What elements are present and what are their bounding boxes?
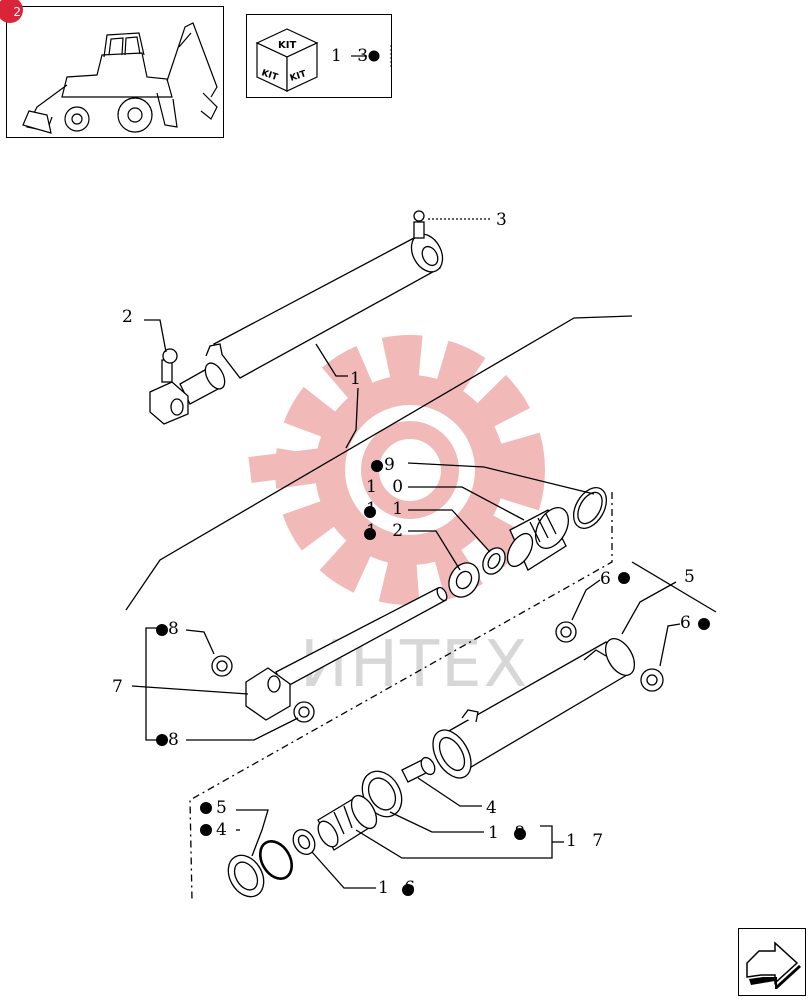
kit-dot-12-icon <box>364 528 376 540</box>
callout-12: 1 2 <box>366 521 408 541</box>
callout-14: 4 <box>216 820 232 840</box>
kit-dot-8a-icon <box>156 624 168 636</box>
kit-dot-11-icon <box>364 506 376 518</box>
callout-15: 5 <box>216 798 232 818</box>
bushing-8-bottom[interactable] <box>293 701 315 723</box>
kit-dot-14-icon <box>200 824 212 836</box>
callout-11: 1 1 <box>366 499 408 519</box>
callout-8-bottom: 8 <box>168 730 184 750</box>
seal-11[interactable] <box>478 544 509 578</box>
kit-dot-6b-icon <box>698 618 710 630</box>
machine-thumbnail[interactable]: 2 <box>0 0 224 138</box>
arrow-right-icon <box>746 941 801 989</box>
bushing-12[interactable] <box>443 557 485 602</box>
kit-ref-number: 1 3 <box>331 46 373 66</box>
backup-ring-15[interactable] <box>221 849 271 903</box>
o-ring-14[interactable] <box>254 836 298 885</box>
seal-16[interactable] <box>289 826 319 859</box>
kit-legend: KIT KIT KIT 1 3 <box>246 14 392 98</box>
kit-dot-9-icon <box>371 460 383 472</box>
callout-4: 4 <box>486 798 502 818</box>
callout-17: 1 7 <box>566 831 608 851</box>
kit-dot-8b-icon <box>156 734 168 746</box>
callout-7: 7 <box>112 677 128 697</box>
gland-10[interactable] <box>502 502 575 571</box>
kit-dot-15-icon <box>200 802 212 814</box>
callout-2: 2 <box>122 307 138 327</box>
callout-1: 1 <box>350 369 366 389</box>
next-page-button[interactable] <box>738 928 806 996</box>
backhoe-loader-icon <box>22 22 218 134</box>
callout-10: 1 0 <box>366 477 408 497</box>
bushing-8-top[interactable] <box>211 655 233 677</box>
cylinder-barrel-5[interactable] <box>425 634 640 785</box>
assembled-cylinder[interactable] <box>149 229 449 425</box>
grease-fitting-3[interactable] <box>413 210 425 239</box>
kit-dot-18-icon <box>514 828 526 840</box>
bushing-6-right[interactable] <box>640 668 664 692</box>
grease-fitting-2[interactable] <box>161 348 178 383</box>
snap-ring-9[interactable] <box>567 482 613 534</box>
page-badge: 2 <box>0 0 23 23</box>
callout-8-top: 8 <box>168 619 184 639</box>
watermark-gear-icon <box>248 335 545 605</box>
kit-dot-16-icon <box>402 884 414 896</box>
callout-6-right: 6 <box>680 613 696 633</box>
kit-box-icon: KIT KIT KIT 1 3 <box>255 28 392 92</box>
piston-17[interactable] <box>314 791 382 851</box>
callout-3: 3 <box>496 210 512 230</box>
kit-dot-icon <box>368 50 380 62</box>
bushing-6-left[interactable] <box>555 621 577 643</box>
watermark-text: ИНТЕХ <box>300 628 529 702</box>
callout-9: 9 <box>384 455 400 475</box>
bolt-4[interactable] <box>401 755 438 783</box>
callout-16: 1 6 <box>378 878 420 898</box>
piston-rod-7[interactable] <box>245 586 449 721</box>
kit-dot-6a-icon <box>618 572 630 584</box>
kit-top-label: KIT <box>278 40 296 51</box>
callout-6-left: 6 <box>600 569 616 589</box>
callout-5: 5 <box>684 567 700 587</box>
